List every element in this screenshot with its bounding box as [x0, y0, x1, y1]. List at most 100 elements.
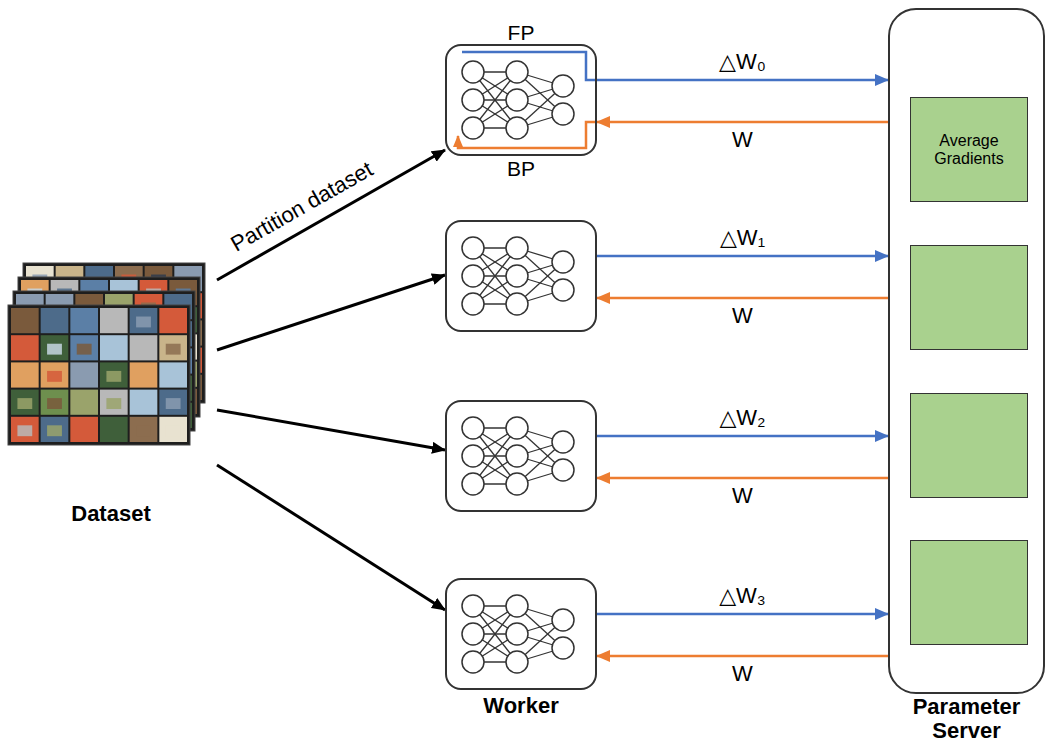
- image-tile: [70, 417, 98, 442]
- gradient-arrow: [597, 613, 888, 616]
- neuron: [506, 89, 528, 111]
- edge-label: W: [730, 304, 755, 328]
- neuron: [552, 637, 574, 659]
- image-tile: [70, 308, 98, 333]
- image-object: [77, 344, 92, 355]
- image-object: [47, 371, 62, 382]
- image-tile: [130, 335, 158, 360]
- neuron: [506, 445, 528, 467]
- node-heading: Dataset: [0, 502, 227, 526]
- image-object: [106, 398, 121, 409]
- image-tile: [41, 362, 69, 387]
- neuron: [506, 117, 528, 139]
- image-object: [47, 344, 62, 355]
- image-tile: [130, 417, 158, 442]
- edge-label: W: [730, 128, 755, 152]
- image-tile: [100, 417, 128, 442]
- dataset-images: Dataset: [5, 258, 217, 450]
- image-tile: [100, 390, 128, 415]
- image-tile: [70, 362, 98, 387]
- neuron: [462, 595, 484, 617]
- image-object: [166, 425, 181, 436]
- node-heading: Parameter Server: [890, 695, 1043, 743]
- image-tile: [41, 308, 69, 333]
- image-tile: [130, 362, 158, 387]
- partition-arrow: [217, 150, 445, 280]
- neuron: [506, 417, 528, 439]
- neuron: [462, 445, 484, 467]
- gradient-arrow: [597, 79, 888, 82]
- neuron: [462, 473, 484, 495]
- neuron: [552, 431, 574, 453]
- neuron: [552, 251, 574, 273]
- edge-label: △W₁: [718, 226, 767, 250]
- edge-label: △W₃: [717, 584, 768, 608]
- weight-arrow: [597, 477, 888, 480]
- image-tile: [100, 308, 128, 333]
- neuron: [552, 75, 574, 97]
- node-heading: FP: [447, 21, 595, 44]
- neuron: [552, 103, 574, 125]
- image-tile: [11, 335, 39, 360]
- image-tile: [159, 335, 187, 360]
- gradient-block: [910, 540, 1028, 645]
- neuron: [506, 265, 528, 287]
- image-object: [166, 398, 181, 409]
- weight-arrow: [597, 655, 888, 658]
- image-tile: [11, 308, 39, 333]
- neuron: [506, 293, 528, 315]
- image-object: [106, 371, 121, 382]
- image-object: [166, 344, 181, 355]
- gradient-arrow: [597, 255, 888, 258]
- edge-label: W: [730, 484, 755, 508]
- image-tile: [41, 390, 69, 415]
- neural-network-icon: [445, 400, 597, 512]
- neuron: [462, 417, 484, 439]
- partition-arrow: [217, 465, 445, 610]
- image-tile: [100, 335, 128, 360]
- neuron: [552, 609, 574, 631]
- image-tile: [11, 417, 39, 442]
- neuron: [552, 279, 574, 301]
- image-tile: [159, 417, 187, 442]
- neuron: [506, 595, 528, 617]
- image-frame: [8, 305, 190, 445]
- image-tile: [70, 335, 98, 360]
- gradient-block: [910, 245, 1028, 350]
- neuron: [462, 61, 484, 83]
- node-heading: BP: [447, 157, 595, 180]
- partition-arrow: [217, 410, 445, 450]
- neural-network-icon: [445, 44, 597, 156]
- gradient-block: [910, 393, 1028, 498]
- image-tile: [11, 362, 39, 387]
- neuron: [462, 293, 484, 315]
- edge-label: Partition dataset: [226, 156, 380, 258]
- gradient-block: Average Gradients: [910, 97, 1028, 202]
- image-tile: [100, 362, 128, 387]
- neuron: [462, 265, 484, 287]
- edge-label: △W₀: [717, 50, 768, 74]
- parameter-server-box: Parameter ServerAverage Gradients: [888, 8, 1045, 694]
- neural-network-icon: [445, 220, 597, 332]
- image-object: [17, 398, 32, 409]
- dataset-image-stack: [5, 258, 217, 450]
- neuron: [506, 623, 528, 645]
- neuron: [462, 651, 484, 673]
- worker-box: Worker: [445, 578, 597, 690]
- image-object: [17, 425, 32, 436]
- worker-box: FPBP: [445, 44, 597, 156]
- neuron: [462, 89, 484, 111]
- weight-arrow: [597, 121, 888, 124]
- image-tile: [70, 390, 98, 415]
- neuron: [462, 237, 484, 259]
- weight-arrow: [597, 297, 888, 300]
- image-tile: [130, 390, 158, 415]
- partition-arrow: [217, 275, 445, 350]
- image-tile: [11, 390, 39, 415]
- neuron: [552, 459, 574, 481]
- image-object: [47, 425, 62, 436]
- image-tile: [41, 335, 69, 360]
- image-tile: [159, 362, 187, 387]
- worker-box: [445, 220, 597, 332]
